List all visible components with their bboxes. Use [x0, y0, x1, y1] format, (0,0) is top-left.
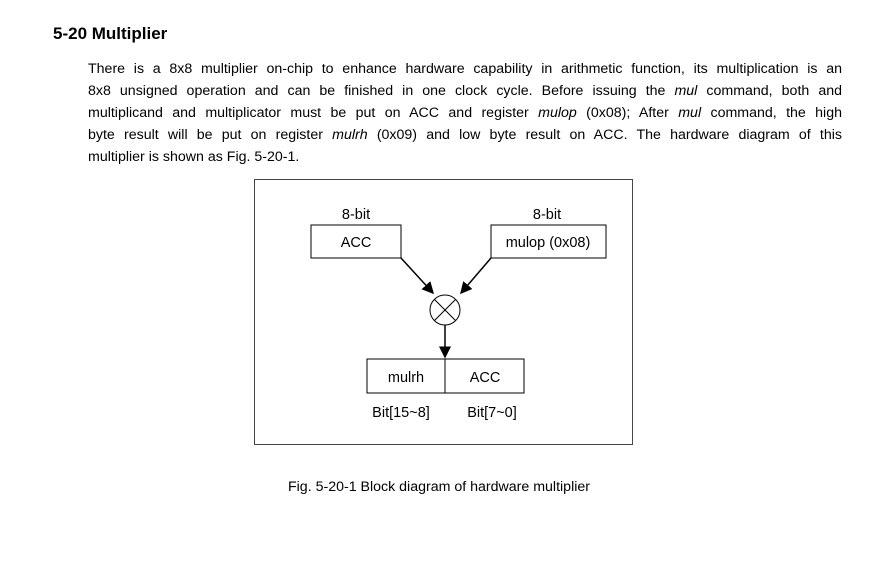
- figure-caption: Fig. 5-20-1 Block diagram of hardware mu…: [287, 479, 590, 495]
- result-high-label: mulrh: [388, 370, 424, 386]
- result-low-label: ACC: [470, 370, 501, 386]
- paragraph-line: multiplier is shown as Fig. 5-20-1.: [88, 149, 300, 165]
- section-heading: 5-20 Multiplier: [53, 24, 168, 43]
- acc-arrow: [400, 257, 435, 295]
- mulop-register-box: [490, 224, 607, 259]
- multiply-icon: [429, 294, 461, 326]
- mulop-label: mulop (0x08): [506, 235, 591, 251]
- paragraph-line: There is a 8x8 multiplier on-chip to enh…: [88, 61, 842, 77]
- paragraph-line: 8x8 unsigned operation and can be finish…: [88, 83, 842, 99]
- mulop-arrow: [460, 257, 492, 295]
- result-high-bits: Bit[15~8]: [372, 405, 430, 421]
- mulop-width-label: 8-bit: [533, 207, 561, 223]
- multiplier-block-diagram: 8-bit ACC 8-bit mulop (0x08) mulrh ACC B…: [254, 179, 633, 445]
- result-low-bits: Bit[7~0]: [467, 405, 517, 421]
- body-paragraph: There is a 8x8 multiplier on-chip to enh…: [88, 59, 842, 169]
- paragraph-line: byte result will be put on register mulr…: [88, 127, 842, 143]
- acc-register-box: [310, 224, 402, 259]
- acc-width-label: 8-bit: [342, 207, 370, 223]
- acc-label: ACC: [341, 235, 372, 251]
- paragraph-line: multiplicand and multiplicator must be p…: [88, 105, 842, 121]
